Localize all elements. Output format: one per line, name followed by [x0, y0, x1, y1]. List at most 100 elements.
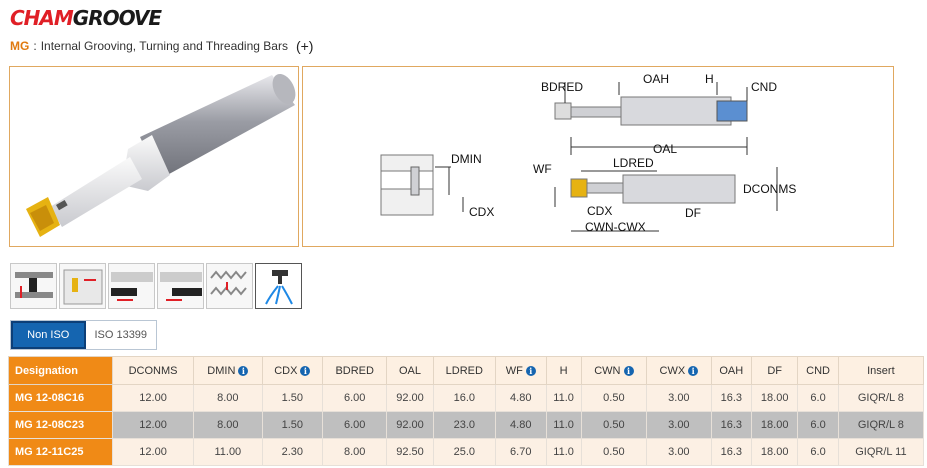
internal-turning-icon[interactable] [108, 263, 155, 309]
header-oal: OAL [386, 356, 434, 385]
cell: 16.3 [710, 384, 753, 412]
cell: 6.0 [797, 438, 839, 466]
cell: 23.0 [432, 411, 496, 439]
product-description: Internal Grooving, Turning and Threading… [40, 39, 288, 53]
cell: 16.3 [710, 438, 753, 466]
cell: 18.00 [750, 384, 799, 412]
cell: 8.00 [193, 411, 263, 439]
cell: 16.0 [432, 384, 496, 412]
cell: 12.00 [111, 438, 195, 466]
cell: 11.0 [545, 438, 582, 466]
dimension-drawing: BDRED OAH H CND OAL DMIN CDX WF LDRED DC… [302, 66, 894, 247]
internal-grooving-icon[interactable] [10, 263, 57, 309]
cell-designation[interactable]: MG 12-08C16 [8, 384, 113, 412]
label-oal: OAL [653, 142, 677, 156]
cell-insert: GIQR/L 8 [837, 411, 925, 439]
header-ldred: LDRED [432, 356, 496, 385]
label-h: H [705, 72, 714, 86]
cell: 4.80 [494, 411, 547, 439]
header-h: H [545, 356, 582, 385]
header-df: DF [750, 356, 799, 385]
label-dconms: DCONMS [743, 182, 796, 196]
label-cdx: CDX [587, 204, 612, 218]
tab-iso-13399[interactable]: ISO 13399 [94, 329, 148, 341]
info-icon[interactable]: i [300, 365, 311, 376]
cell: 11.0 [545, 411, 582, 439]
face-grooving-icon[interactable] [59, 263, 106, 309]
cell: 92.50 [386, 438, 434, 466]
info-icon[interactable]: i [525, 365, 536, 376]
cell: 1.50 [261, 411, 324, 439]
cell: 3.00 [646, 438, 712, 466]
cell: 0.50 [580, 411, 648, 439]
cell: 6.0 [797, 411, 839, 439]
cell: 92.00 [386, 384, 434, 412]
cell: 18.00 [750, 438, 799, 466]
cell: 25.0 [432, 438, 496, 466]
cell: 3.00 [646, 384, 712, 412]
brand-logo: CHAMGROOVE [10, 6, 162, 30]
product-code: MG [10, 39, 30, 53]
product-photo [9, 66, 299, 247]
label-cnd: CND [751, 80, 777, 94]
header-oah: OAH [710, 356, 753, 385]
cell: 11.00 [193, 438, 263, 466]
cell: 4.80 [494, 384, 547, 412]
cell-insert: GIQR/L 11 [837, 438, 925, 466]
tab-non-iso[interactable]: Non ISO [11, 321, 86, 349]
header-dconms: DCONMS [111, 356, 195, 385]
operation-symbols [10, 263, 302, 309]
cell: 6.00 [322, 384, 388, 412]
table-row[interactable]: MG 12-11C25 12.00 11.00 2.30 8.00 92.50 … [8, 438, 925, 466]
cell: 2.30 [261, 438, 324, 466]
label-cdx-side: CDX [469, 205, 494, 219]
cell: 0.50 [580, 384, 648, 412]
header-cnd: CND [797, 356, 839, 385]
cell: 18.00 [750, 411, 799, 439]
cell-designation[interactable]: MG 12-11C25 [8, 438, 113, 466]
label-bdred: BDRED [541, 80, 583, 94]
boring-bar-image [26, 73, 296, 237]
label-dmin: DMIN [451, 152, 482, 166]
dimension-drawing-svg: BDRED OAH H CND OAL DMIN CDX WF LDRED DC… [380, 72, 796, 234]
info-icon[interactable]: i [688, 365, 699, 376]
label-ldred: LDRED [613, 156, 654, 170]
back-turning-icon[interactable] [157, 263, 204, 309]
cell: 3.00 [646, 411, 712, 439]
cell: 1.50 [261, 384, 324, 412]
info-icon[interactable]: i [238, 365, 249, 376]
cell: 8.00 [322, 438, 388, 466]
cell: 92.00 [386, 411, 434, 439]
table-row[interactable]: MG 12-08C23 12.00 8.00 1.50 6.00 92.00 2… [8, 411, 925, 439]
label-wf: WF [533, 162, 552, 176]
info-icon[interactable]: i [623, 365, 634, 376]
cell: 8.00 [193, 384, 263, 412]
cell: 12.00 [111, 411, 195, 439]
cell: 11.0 [545, 384, 582, 412]
cell: 6.0 [797, 384, 839, 412]
label-oah: OAH [643, 72, 669, 86]
table-row[interactable]: MG 12-08C16 12.00 8.00 1.50 6.00 92.00 1… [8, 384, 925, 412]
label-df: DF [685, 206, 701, 220]
header-designation: Designation [8, 356, 113, 385]
cell: 6.00 [322, 411, 388, 439]
cell: 0.50 [580, 438, 648, 466]
header-insert: Insert [837, 356, 925, 385]
cell: 12.00 [111, 384, 195, 412]
cell-designation[interactable]: MG 12-08C23 [8, 411, 113, 439]
cell: 16.3 [710, 411, 753, 439]
cell: 6.70 [494, 438, 547, 466]
header-bdred: BDRED [322, 356, 388, 385]
standard-tabs: Non ISO ISO 13399 [10, 320, 157, 350]
label-cwn-cwx: CWN-CWX [585, 220, 646, 234]
coolant-icon[interactable] [255, 263, 302, 309]
threading-icon[interactable] [206, 263, 253, 309]
expand-button[interactable]: (+) [295, 38, 314, 54]
